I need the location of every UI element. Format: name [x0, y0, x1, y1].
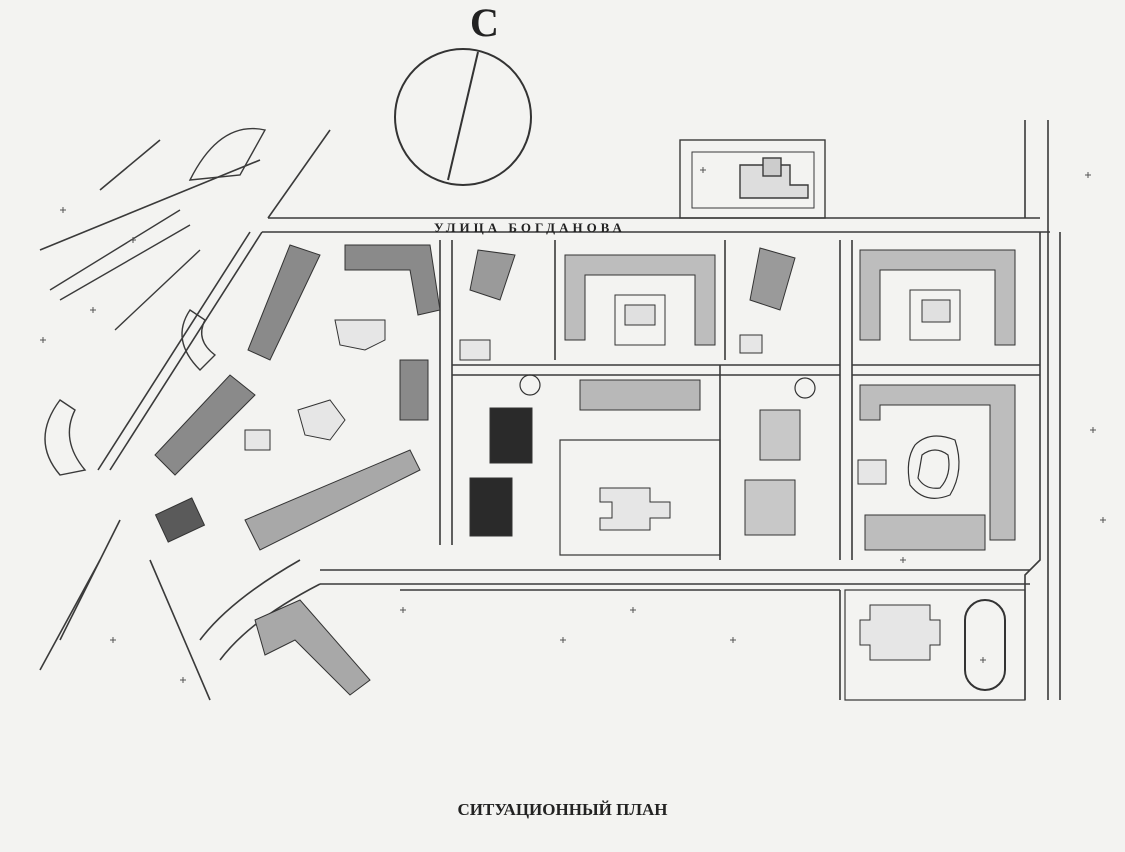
roundabouts	[519, 374, 816, 399]
north-label: С	[470, 0, 499, 45]
school-north	[679, 139, 826, 219]
building-label-box	[624, 304, 656, 326]
park-paths	[44, 127, 267, 476]
tree-markers	[40, 167, 1106, 683]
street-label-bogdanova: УЛИЦА БОГДАНОВА	[434, 220, 626, 235]
courtyard-fountain	[907, 435, 960, 499]
north-arrow: С	[394, 0, 532, 186]
plan-caption: СИТУАЦИОННЫЙ ПЛАН	[457, 800, 668, 819]
road-network	[39, 120, 1061, 701]
stadium	[964, 599, 1006, 691]
residential-buildings	[154, 244, 1016, 696]
public-buildings	[244, 319, 941, 661]
